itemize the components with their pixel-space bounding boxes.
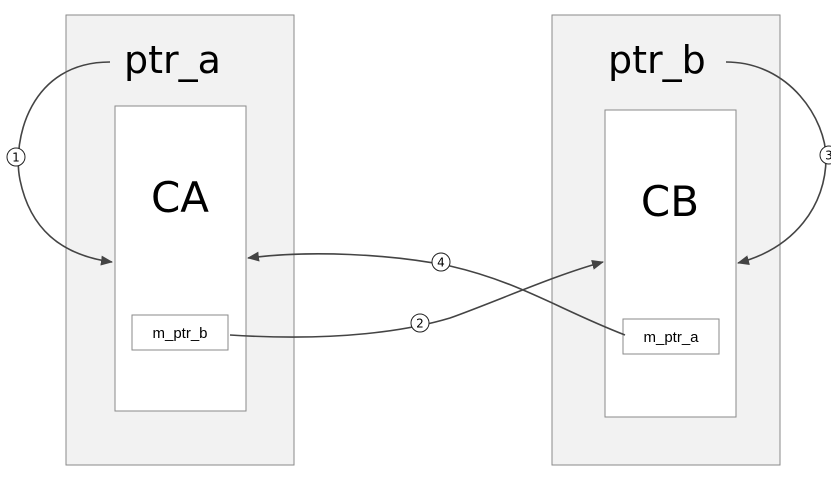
m-ptr-a-label: m_ptr_a — [643, 329, 699, 346]
step-1-circle — [6, 147, 26, 167]
ca-class-label: CA — [151, 173, 209, 222]
left-object-group: ptr_a CA m_ptr_b — [65, 14, 295, 466]
step-4-marker: 4 — [431, 252, 451, 272]
step-4-circle — [431, 252, 451, 272]
ptr-b-label: ptr_b — [608, 38, 706, 82]
m-ptr-b-field-box — [131, 314, 229, 351]
step-2-circle — [410, 313, 430, 333]
ptr-a-label: ptr_a — [124, 38, 221, 82]
right-object-group: ptr_b CB m_ptr_a — [551, 14, 781, 466]
step-4-number: 4 — [437, 256, 445, 270]
arrow-step-1 — [17, 61, 113, 266]
m-ptr-b-label: m_ptr_b — [152, 325, 207, 342]
step-3-number: 3 — [825, 149, 831, 163]
cb-class-label: CB — [641, 177, 699, 226]
ca-object-box — [114, 105, 247, 412]
step-2-number: 2 — [416, 317, 424, 331]
step-2-marker: 2 — [410, 313, 430, 333]
step-1-marker: 1 — [6, 147, 26, 167]
cb-object-box — [604, 109, 737, 418]
arrow-step-4 — [247, 251, 626, 336]
m-ptr-a-field-box — [622, 318, 720, 355]
arrow-step-2 — [229, 260, 604, 338]
step-1-number: 1 — [12, 151, 20, 165]
step-3-circle — [819, 145, 831, 165]
step-3-marker: 3 — [819, 145, 831, 165]
